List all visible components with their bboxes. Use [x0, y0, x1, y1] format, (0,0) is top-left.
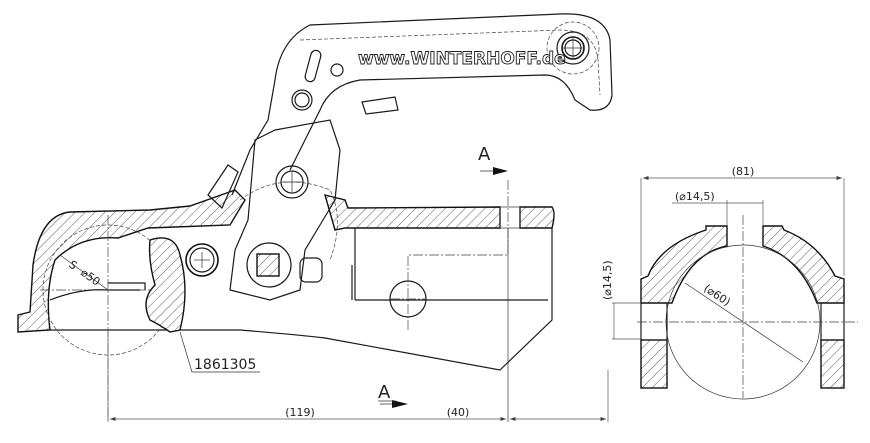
body-top-plate-end — [519, 206, 555, 229]
part-number-leader — [179, 331, 260, 373]
section-ball-diameter-line — [684, 282, 804, 363]
pivot-top-outer — [556, 31, 590, 65]
lever-hidden-edge — [299, 29, 601, 96]
brand-text: www.WINTERHOFF.de — [358, 49, 566, 69]
section-label-top: A — [478, 144, 491, 165]
lever-tab — [207, 164, 239, 210]
section-lug-right — [820, 339, 845, 389]
coupling-side-view: A A www.WINTERHOFF.de S ⌀50 1861305 (119… — [17, 13, 613, 422]
lever-pin-upper-inner — [294, 92, 310, 108]
lever-handle — [231, 13, 613, 196]
section-arch-left — [640, 225, 728, 304]
pin-left-outer — [185, 243, 219, 277]
ball-cup-line — [49, 289, 140, 301]
body-top-plate — [323, 194, 501, 231]
section-arrow-bottom-icon — [392, 400, 408, 408]
dim-label-side-hole: (⌀14,5) — [601, 260, 614, 300]
lever-eyelet — [330, 63, 344, 77]
ball-cup-step — [108, 282, 146, 290]
ball-radius-line — [59, 254, 109, 291]
ball-radius-label: S — [66, 258, 79, 273]
bolt-hole-top — [499, 206, 521, 229]
dim-label-40: (40) — [447, 406, 470, 419]
part-number-label: 1861305 — [194, 357, 256, 373]
section-arch-right — [762, 225, 845, 304]
section-view-a: (81) (⌀14,5) (⌀14,5) (⌀60) — [601, 165, 858, 400]
section-lug-left — [640, 339, 668, 389]
link-stop — [299, 257, 323, 283]
ball-diameter-label: ⌀50 — [78, 266, 102, 289]
housing-shell — [17, 189, 246, 333]
link-square-pin — [256, 253, 280, 277]
section-path-line — [407, 180, 509, 330]
pin-left-inner — [189, 247, 215, 273]
lever-pin-upper — [291, 89, 313, 111]
pivot-top-outer-dashed — [546, 21, 600, 75]
lever-hidden-spring — [239, 181, 338, 261]
section-label-bottom: A — [378, 382, 391, 403]
lever-body — [229, 119, 341, 301]
locking-wedge — [145, 237, 186, 333]
dim-label-119: (119) — [285, 406, 315, 419]
center-pin-outer — [275, 165, 309, 199]
dim-label-81: (81) — [732, 165, 755, 178]
section-arrow-top-icon — [493, 167, 508, 175]
lever-slot — [304, 49, 322, 83]
dim-label-top-hole: (⌀14,5) — [675, 190, 715, 203]
center-pin — [280, 170, 304, 194]
release-button — [361, 96, 399, 115]
body-outline — [50, 228, 553, 371]
link-eye — [246, 242, 292, 288]
